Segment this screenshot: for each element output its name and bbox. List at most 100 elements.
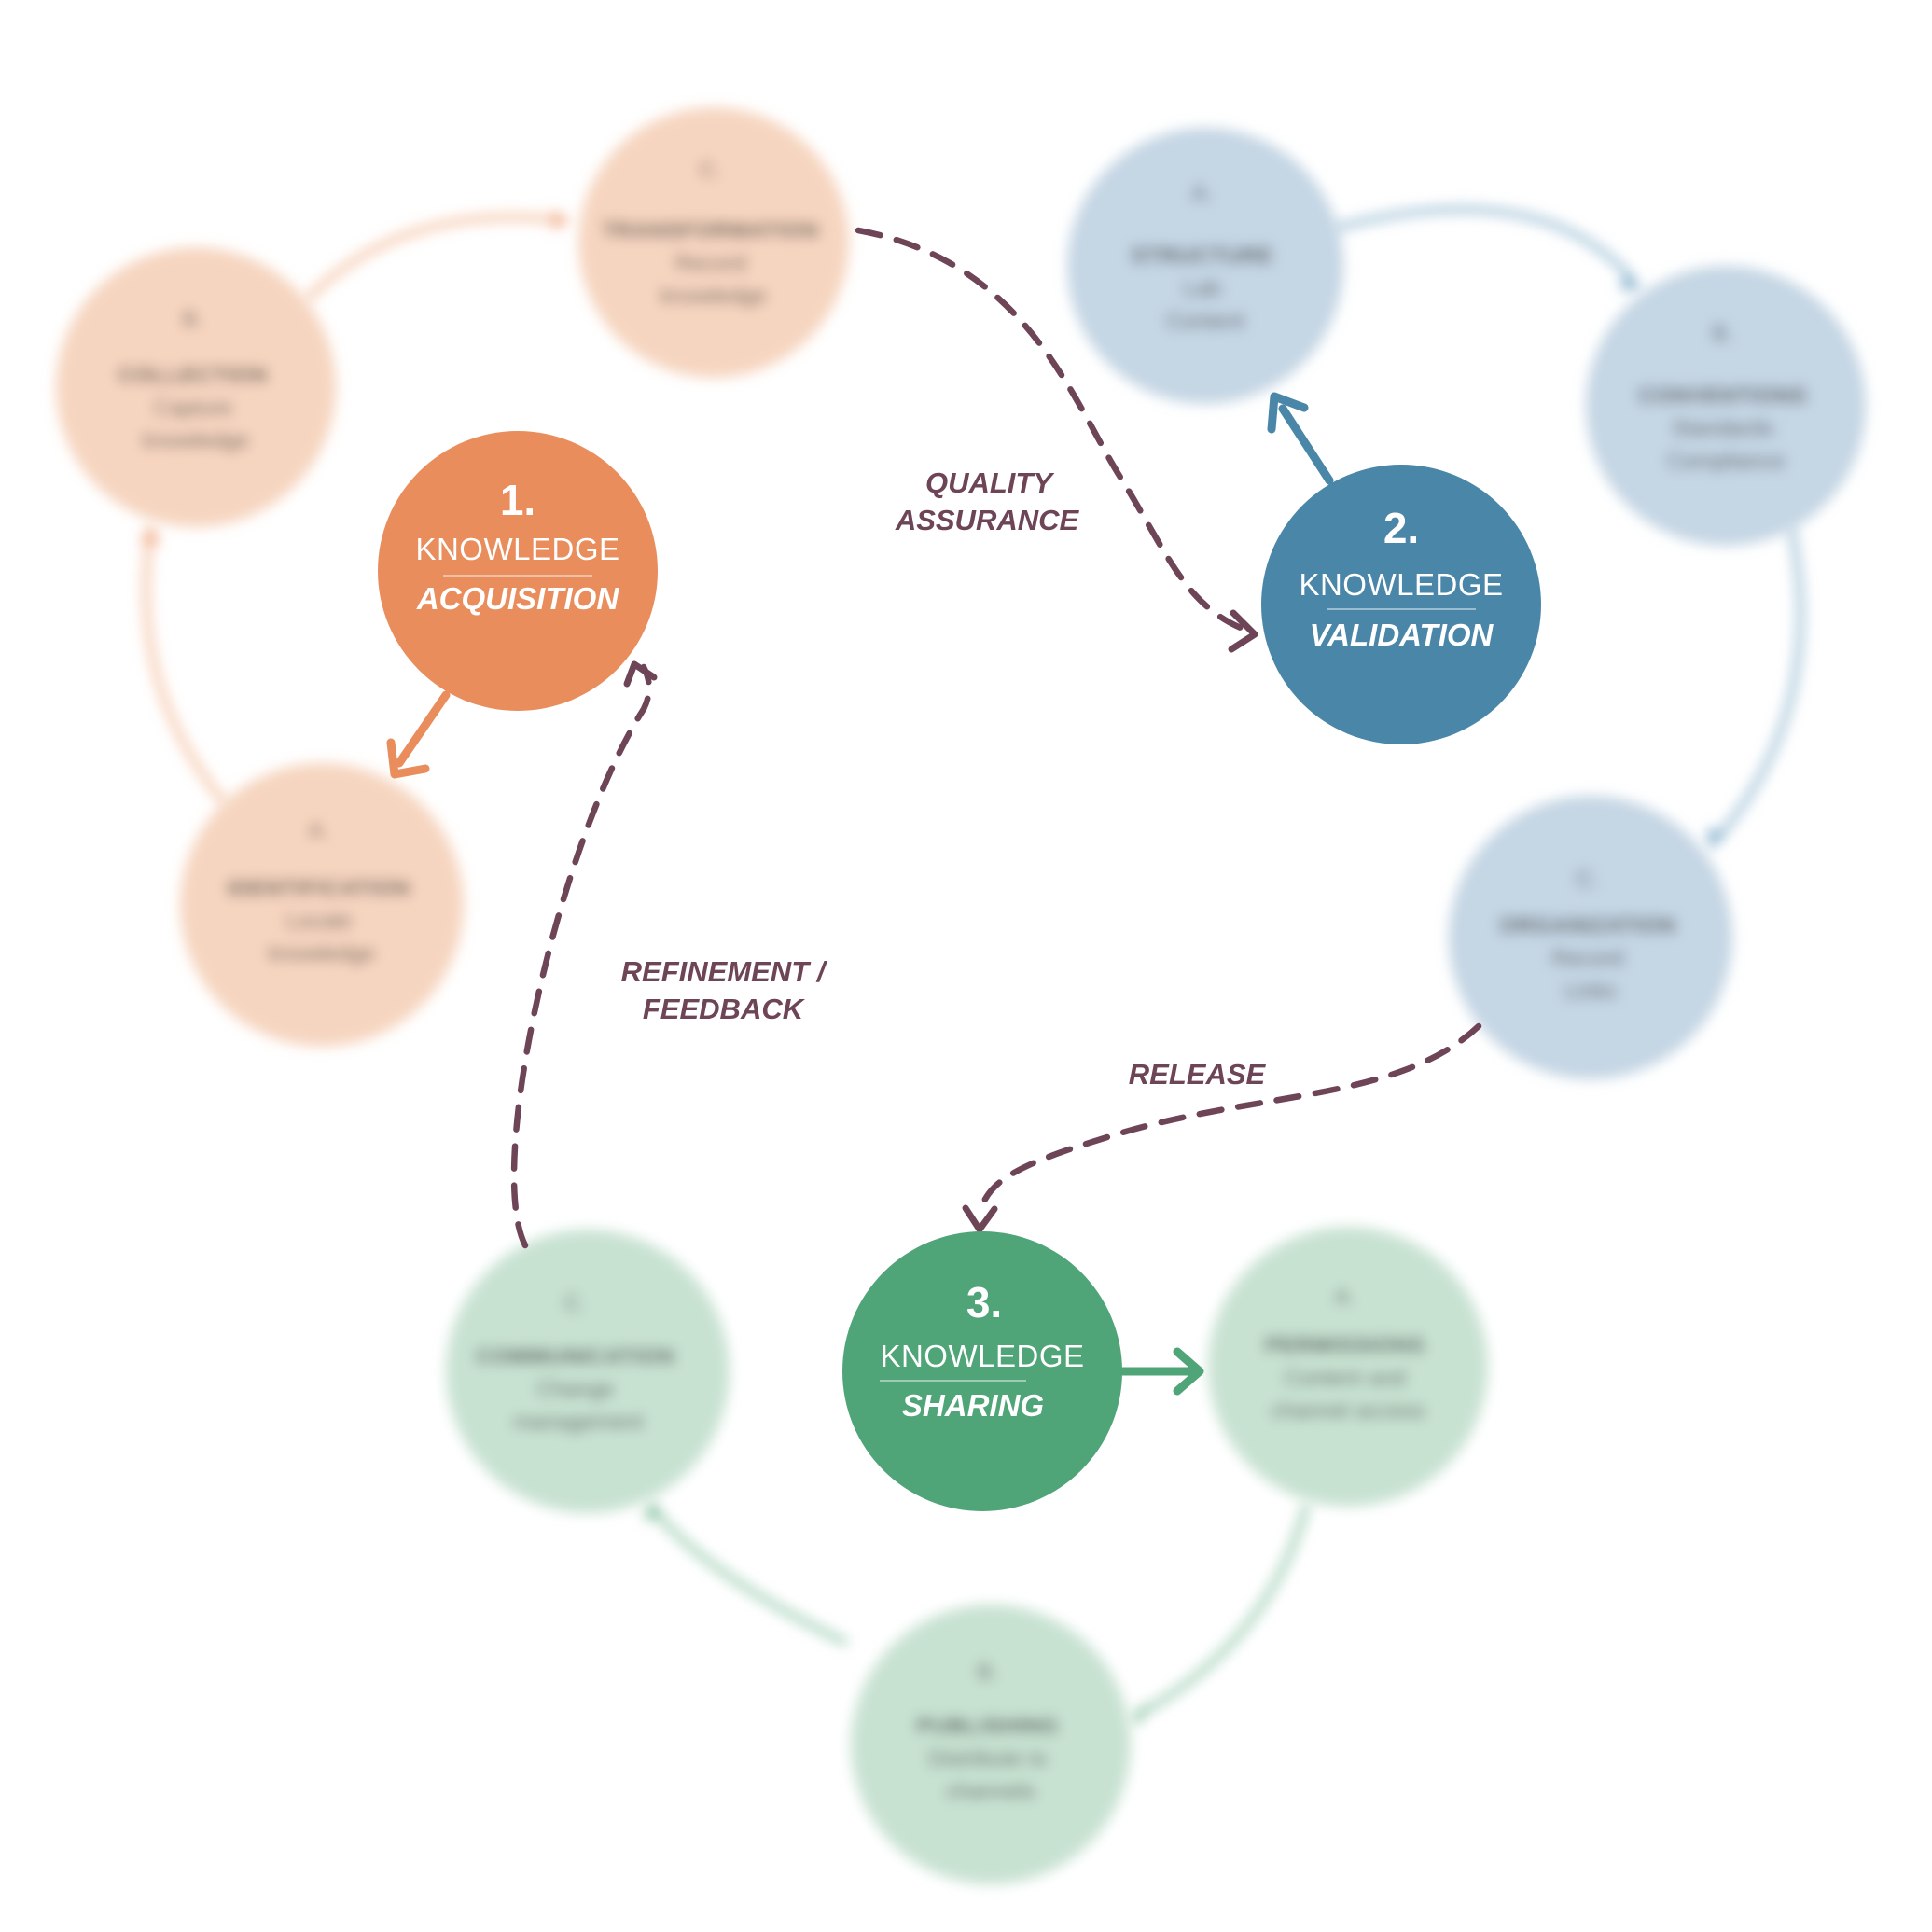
svg-text:B. COLLECTION Capt: B. COLLECTION Capture knowledge <box>118 307 274 453</box>
stage-validation-circle <box>1261 465 1541 744</box>
satellite-organization: C. ORGANIZATION Record Links <box>1449 796 1732 1079</box>
satellite-structure-title: STRUCTURE <box>1131 243 1273 269</box>
satellite-communication-circle <box>446 1230 730 1513</box>
satellite-permissions-title: PERMISSIONS <box>1265 1333 1425 1358</box>
svg-text:A. STRUCTURE Lab: A. STRUCTURE Lab Content <box>1131 181 1279 334</box>
satellite-transformation-line2: knowledge <box>660 284 768 309</box>
label-release: RELEASE <box>1129 1058 1267 1091</box>
satellite-conventions-title: CONVENTIONS <box>1638 383 1808 409</box>
satellite-publishing-line1: Distribute to <box>928 1746 1048 1772</box>
stage-acquisition-circle <box>378 431 658 711</box>
satellite-structure-circle <box>1067 128 1343 404</box>
svg-text:B. CONVENTIONS Sta: B. CONVENTIONS Standards Compliance <box>1638 321 1814 474</box>
satellite-transformation-line1: Record <box>674 251 746 276</box>
satellite-identification-letter: A. <box>308 818 329 843</box>
satellite-conventions-line2: Compliance <box>1667 449 1786 474</box>
svg-text:C. ORGANIZATION Re: C. ORGANIZATION Record Links <box>1499 867 1682 1004</box>
stage-validation-word: KNOWLEDGE <box>1299 567 1503 602</box>
label-refinement-line1: REFINEMENT / <box>621 955 828 988</box>
satellite-communication-letter: C. <box>564 1291 587 1316</box>
satellite-collection-title: COLLECTION <box>118 363 268 388</box>
satellite-communication-line2: management <box>513 1410 644 1435</box>
label-quality-assurance: QUALITY ASSURANCE <box>895 466 1080 536</box>
satellite-identification-line1: Locate <box>285 909 353 934</box>
satellite-communication: C. COMMUNICATION Change management <box>446 1230 730 1513</box>
satellite-publishing: B. PUBLISHING Distribute to channels <box>851 1605 1131 1884</box>
label-refinement: REFINEMENT / FEEDBACK <box>621 955 828 1025</box>
satellite-communication-line1: Change <box>536 1377 615 1402</box>
svg-text:C. COMMUNICATION C: C. COMMUNICATION Change management <box>476 1291 682 1435</box>
stage-sharing-word: KNOWLEDGE <box>880 1339 1084 1373</box>
acquisition-ring-arrowhead-left <box>140 522 160 545</box>
satellite-conventions-letter: B. <box>1712 321 1733 346</box>
stage-acquisition: 1. KNOWLEDGE ACQUISITION <box>378 431 658 711</box>
satellite-structure-line2: Content <box>1166 309 1244 334</box>
satellite-structure: A. STRUCTURE Lab Content <box>1067 128 1343 404</box>
connector-quality-assurance-line <box>855 227 1249 633</box>
satellite-collection: B. COLLECTION Capture knowledge <box>56 247 336 527</box>
acquisition-ring-arc-top <box>304 214 554 302</box>
satellite-transformation-letter: C. <box>700 158 722 183</box>
satellite-collection-line1: Capture <box>153 396 232 421</box>
satellite-structure-line1: Lab <box>1184 276 1221 301</box>
connector-quality-assurance <box>855 227 1258 653</box>
satellite-conventions-circle <box>1586 266 1866 546</box>
satellite-structure-letter: A. <box>1191 181 1213 206</box>
sharing-ring-arc-right <box>1139 1503 1310 1716</box>
satellite-publishing-line2: channels <box>946 1779 1035 1804</box>
svg-text:B. PUBLISHING Dist: B. PUBLISHING Distribute to channels <box>916 1660 1065 1804</box>
validation-ring-arrowhead-top <box>1619 272 1644 291</box>
satellite-identification: A. IDENTIFICATION Locate knowledge <box>180 763 464 1047</box>
satellite-publishing-letter: B. <box>977 1660 998 1685</box>
satellite-transformation-circle <box>578 107 849 378</box>
acquisition-ring <box>140 210 571 806</box>
stage-validation: 2. KNOWLEDGE VALIDATION <box>1261 465 1541 744</box>
satellite-permissions-line2: channel access <box>1271 1398 1425 1424</box>
satellite-organization-line1: Record <box>1551 946 1623 971</box>
stage-acquisition-word: KNOWLEDGE <box>415 532 619 566</box>
svg-text:C. TRANSFORMATION: C. TRANSFORMATION Record knowledge <box>602 158 826 309</box>
satellite-identification-line2: knowledge <box>269 941 376 966</box>
label-release-line1: RELEASE <box>1129 1058 1267 1091</box>
satellite-permissions-line1: Content and <box>1284 1366 1406 1391</box>
stage-acquisition-number: 1. <box>500 476 535 524</box>
connector-release <box>962 1022 1482 1233</box>
satellite-collection-line2: knowledge <box>143 428 250 453</box>
acquisition-ring-arc-left <box>142 537 228 806</box>
satellite-identification-circle <box>180 763 464 1047</box>
stage-sharing-name: SHARING <box>902 1388 1044 1423</box>
svg-text:A. PERMISSIONS Con: A. PERMISSIONS Content and channel acces… <box>1265 1285 1432 1424</box>
satellite-conventions-line1: Standards <box>1672 416 1773 441</box>
connector-quality-assurance-arrowhead <box>1228 609 1258 653</box>
connector-refinement-line <box>510 663 652 1249</box>
stage-sharing: 3. KNOWLEDGE SHARING <box>842 1231 1122 1511</box>
satellite-collection-letter: B. <box>182 307 203 332</box>
sharing-ring <box>644 1498 1310 1724</box>
satellite-organization-circle <box>1449 796 1732 1079</box>
validation-ring <box>1330 205 1804 851</box>
satellite-collection-circle <box>56 247 336 527</box>
label-quality-assurance-line1: QUALITY <box>925 466 1055 499</box>
validation-ring-arc-top <box>1330 205 1636 284</box>
satellite-permissions-circle <box>1208 1227 1488 1507</box>
stage-acquisition-name: ACQUISITION <box>416 581 620 616</box>
label-quality-assurance-line2: ASSURANCE <box>895 504 1080 536</box>
svg-text:A. IDENTIFICATION: A. IDENTIFICATION Locate knowledge <box>227 818 417 966</box>
satellite-organization-letter: C. <box>1577 867 1599 892</box>
satellite-organization-line2: Links <box>1564 979 1617 1004</box>
validation-arrow <box>1267 392 1334 485</box>
satellite-publishing-title: PUBLISHING <box>916 1714 1059 1739</box>
satellite-organization-title: ORGANIZATION <box>1499 913 1676 938</box>
satellite-permissions: A. PERMISSIONS Content and channel acces… <box>1208 1227 1488 1507</box>
acquisition-arrow <box>386 690 451 779</box>
satellite-identification-title: IDENTIFICATION <box>227 876 410 901</box>
satellite-transformation-title: TRANSFORMATION <box>602 218 819 243</box>
connector-release-arrowhead <box>962 1204 998 1233</box>
sharing-ring-arrowhead-right <box>1129 1702 1149 1724</box>
sharing-ring-arrowhead-left <box>644 1498 664 1521</box>
acquisition-ring-arrowhead-top <box>552 210 571 230</box>
satellite-publishing-circle <box>851 1605 1131 1884</box>
connector-refinement-arrowhead <box>623 660 658 688</box>
sharing-ring-arc-left <box>649 1506 848 1646</box>
satellite-conventions: B. CONVENTIONS Standards Compliance <box>1586 266 1866 546</box>
